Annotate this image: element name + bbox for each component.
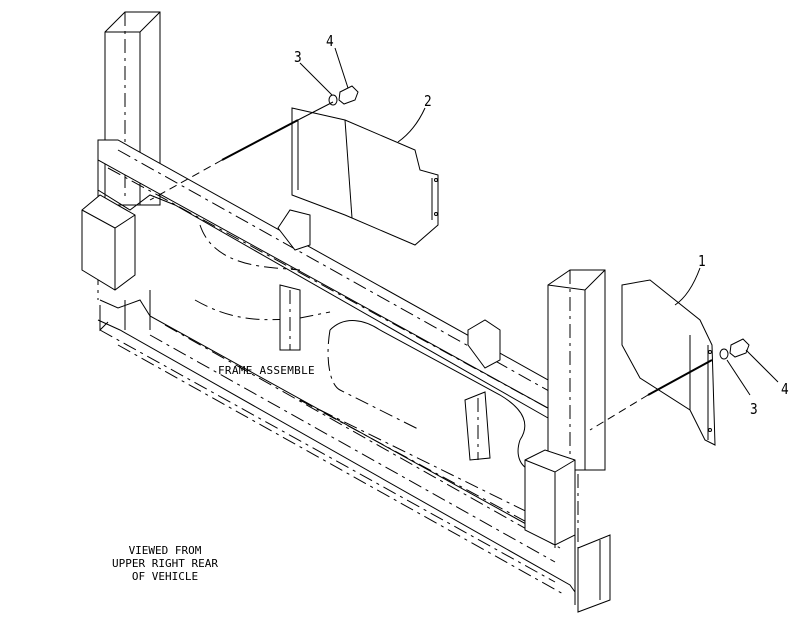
view-note-line-1: VIEWED FROM (128, 544, 202, 557)
callout-3-upper-label: 3 (294, 48, 302, 66)
callout-1-label: 1 (698, 252, 706, 270)
view-note-line-2: UPPER RIGHT REAR (112, 557, 218, 570)
callout-4-lower-label: 4 (781, 380, 789, 398)
view-orientation-note: VIEWED FROM UPPER RIGHT REAR OF VEHICLE (100, 544, 230, 583)
lower-right-bracket (577, 534, 611, 613)
part-2-shield-plate (291, 107, 439, 246)
callout-2-label: 2 (424, 92, 432, 110)
right-end-block (524, 449, 576, 546)
view-note-line-3: OF VEHICLE (131, 570, 199, 583)
right-upright-post (547, 269, 606, 471)
callout-4-upper-label: 4 (326, 32, 334, 50)
lower-fastener-parts-3-4 (589, 338, 750, 431)
callout-3-lower-label: 3 (750, 400, 758, 418)
left-end-block (81, 194, 136, 291)
part-1-shield-plate (621, 279, 716, 446)
upper-fastener-parts-3-4 (149, 85, 359, 201)
callout-leader-lines (299, 47, 779, 396)
frame-assembly-label: FRAME ASSEMBLE (218, 364, 315, 377)
inner-upright-members (277, 209, 501, 461)
